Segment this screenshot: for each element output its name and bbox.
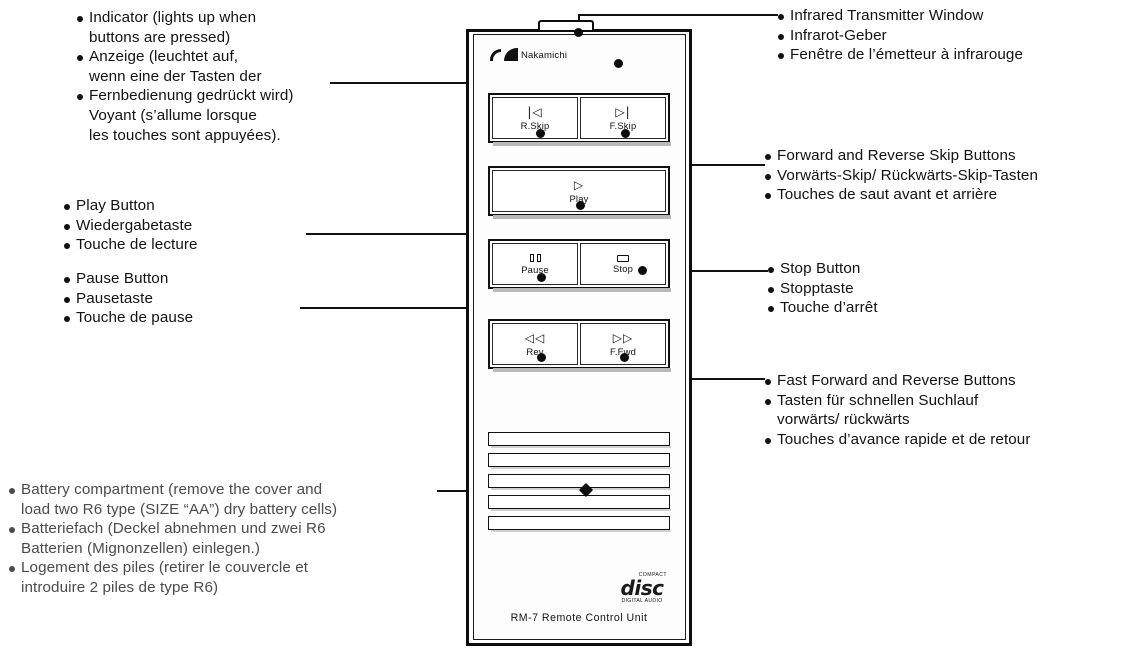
callout-line: Tasten für schnellen Suchlauf: [764, 391, 1031, 411]
callout-line: Vorwärts-Skip/ Rückwärts-Skip-Tasten: [764, 166, 1038, 186]
callout-line: Fernbedienung gedrückt wird): [76, 86, 294, 106]
model-caption: RM-7 Remote Control Unit: [510, 612, 648, 624]
battery-cover-groove: [488, 495, 671, 511]
rev-icon: ◁◁: [524, 331, 546, 345]
callout-line: Forward and Reverse Skip Buttons: [764, 146, 1038, 166]
battery-compartment-cover[interactable]: [488, 432, 671, 537]
button-rev[interactable]: ◁◁ Rev: [492, 323, 578, 365]
hotspot-ffwd: [620, 353, 629, 362]
f-skip-icon: ▷|: [615, 105, 631, 119]
hotspot-r-skip: [536, 129, 545, 138]
leader-stop-horizontal: [644, 270, 768, 272]
callout-line: introduire 2 piles de type R6): [21, 578, 219, 596]
callout-line: load two R6 type (SIZE “AA”) dry battery…: [21, 500, 338, 518]
r-skip-label: R.Skip: [520, 119, 550, 131]
callout-line: Batterien (Mignonzellen) einlegen.): [21, 539, 261, 557]
callout-line: Batteriefach (Deckel abnehmen und zwei R…: [8, 519, 337, 539]
battery-cover-groove: [488, 453, 671, 469]
callout-line: Touches de saut avant et arrière: [764, 185, 1038, 205]
callout-line: buttons are pressed): [89, 28, 231, 46]
hotspot-pause: [537, 273, 546, 282]
stop-icon: [617, 254, 629, 262]
callout-line: Pause Button: [63, 269, 193, 289]
nakamichi-mark-solid-icon: [504, 48, 518, 61]
hotspot-infrared-window: [574, 28, 583, 37]
callout-line: vorwärts/ rückwärts: [777, 411, 910, 429]
hotspot-f-skip: [621, 129, 630, 138]
callout-battery-compartment: Battery compartment (remove the cover an…: [8, 480, 337, 598]
callout-line: Pausetaste: [63, 289, 193, 309]
callout-line: Stopptaste: [767, 279, 878, 299]
f-fwd-icon: ▷▷: [612, 331, 634, 345]
callout-line: wenn eine der Tasten der: [89, 67, 262, 85]
callout-line: Fenêtre de l’émetteur à infrarouge: [777, 45, 1023, 65]
callout-line: Touche d’arrêt: [767, 298, 878, 318]
cd-logo-top-text: COMPACT: [638, 572, 667, 578]
leader-infrared-horizontal: [578, 14, 778, 16]
callout-line: Anzeige (leuchtet auf,: [76, 47, 294, 67]
callout-line: Touches d’avance rapide et de retour: [764, 430, 1031, 450]
button-pause[interactable]: Pause: [492, 243, 578, 285]
callout-line: Battery compartment (remove the cover an…: [8, 480, 337, 500]
button-stop[interactable]: Stop: [580, 243, 666, 285]
button-play[interactable]: ▷ Play: [492, 170, 666, 212]
callout-line: Wiedergabetaste: [63, 216, 198, 236]
callout-line: Indicator (lights up when: [76, 8, 294, 28]
f-skip-label: F.Skip: [609, 119, 637, 131]
pause-label: Pause: [521, 263, 549, 275]
infrared-transmitter-window: [538, 20, 594, 30]
nakamichi-mark-outline-icon: [490, 49, 501, 61]
callout-line: Touche de pause: [63, 308, 193, 328]
f-fwd-label: F.Fwd: [609, 345, 636, 357]
hotspot-rev: [537, 353, 546, 362]
button-r-skip[interactable]: |◁ R.Skip: [492, 97, 578, 139]
callout-line: Infrarot-Geber: [777, 26, 1023, 46]
button-group-pause-stop: Pause Stop: [488, 239, 671, 292]
button-group-skip: |◁ R.Skip ▷| F.Skip: [488, 93, 671, 146]
play-icon: ▷: [573, 178, 585, 192]
compact-disc-digital-audio-logo: COMPACT disc DIGITAL AUDIO: [616, 572, 668, 604]
pause-icon: [529, 254, 541, 263]
rev-label: Rev: [526, 345, 544, 357]
callout-line: Stop Button: [767, 259, 878, 279]
hotspot-play: [576, 201, 585, 210]
hotspot-indicator: [614, 59, 623, 68]
callout-line: Voyant (s’allume lorsque: [89, 106, 257, 124]
rm7-remote-unit: Nakamichi |◁ R.Skip ▷| F.Skip ▷ Play P: [466, 20, 692, 646]
callout-line: Logement des piles (retirer le couvercle…: [8, 558, 337, 578]
r-skip-icon: |◁: [527, 105, 543, 119]
play-label: Play: [569, 192, 589, 204]
battery-cover-groove: [488, 432, 671, 448]
callout-line: Fast Forward and Reverse Buttons: [764, 371, 1031, 391]
battery-cover-groove: [488, 474, 671, 490]
leader-pause-horizontal: [300, 307, 543, 309]
cd-logo-disc-text: disc: [620, 576, 664, 600]
nakamichi-logo: Nakamichi: [490, 48, 567, 61]
hotspot-stop: [638, 266, 647, 275]
callout-line: Play Button: [63, 196, 198, 216]
callout-line: Touche de lecture: [63, 235, 198, 255]
battery-cover-groove: [488, 516, 671, 532]
cd-logo-bottom-text: DIGITAL AUDIO: [621, 598, 663, 604]
brand-name: Nakamichi: [521, 50, 568, 61]
button-group-rev-ffwd: ◁◁ Rev ▷▷ F.Fwd: [488, 319, 671, 372]
leader-play-horizontal: [306, 233, 582, 235]
stop-label: Stop: [612, 262, 634, 274]
callout-line: Infrared Transmitter Window: [777, 6, 1023, 26]
callout-line: les touches sont appuyées).: [89, 126, 281, 144]
leader-skip-horizontal: [625, 164, 765, 166]
leader-fast-horizontal: [624, 378, 765, 380]
